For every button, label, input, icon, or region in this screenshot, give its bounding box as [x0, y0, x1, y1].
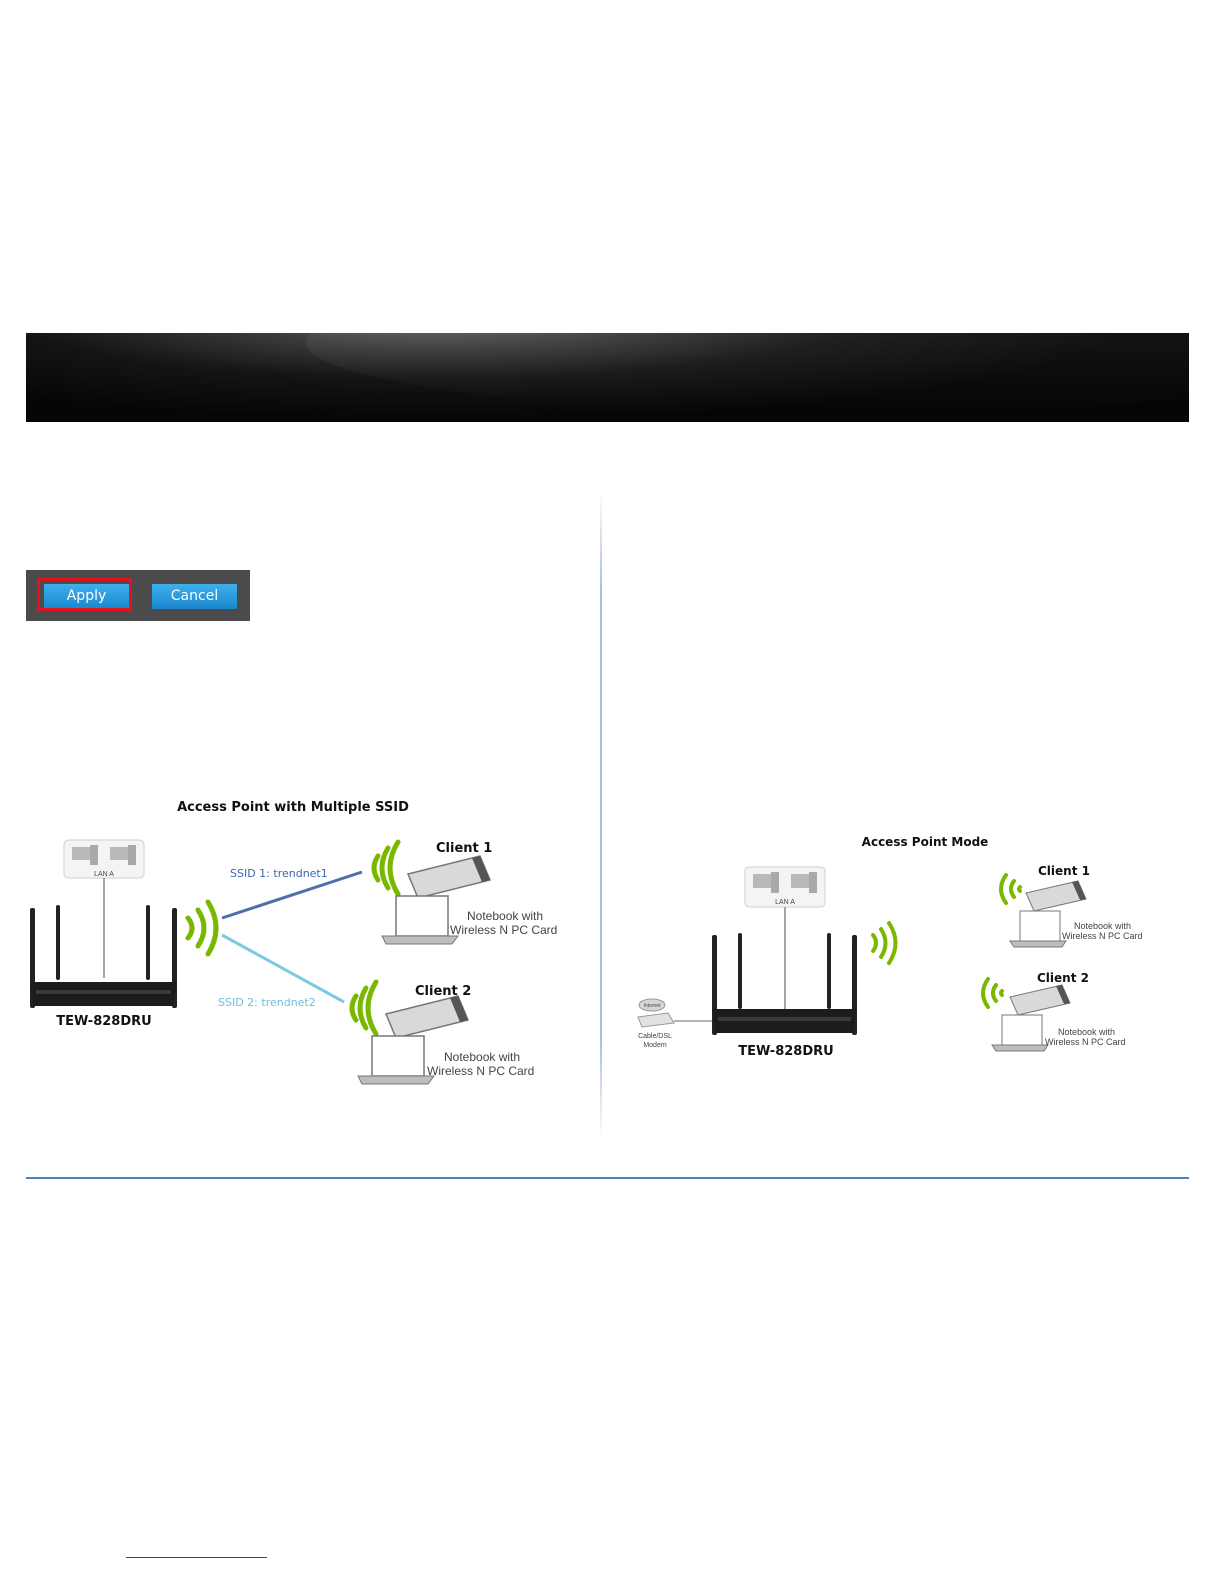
- client1-line2: Wireless N PC Card: [1062, 931, 1143, 941]
- cancel-button[interactable]: Cancel: [151, 583, 238, 610]
- lan-label: LAN A: [94, 871, 114, 878]
- client2-line1: Notebook with: [444, 1050, 520, 1064]
- client1-title: Client 1: [436, 841, 492, 856]
- figure-access-point-mode: Access Point Mode LAN A Internet Cable/D…: [630, 825, 1170, 1065]
- ssid1-label: SSID 1: trendnet1: [230, 867, 328, 880]
- client2-notebook-icon: [357, 1035, 435, 1085]
- client2-title: Client 2: [415, 984, 471, 999]
- client1-pc-card-icon: [1025, 880, 1087, 912]
- figure-title: Access Point with Multiple SSID: [177, 800, 409, 815]
- client2-title: Client 2: [1037, 971, 1089, 985]
- client2-notebook-icon: [991, 1014, 1049, 1052]
- column-divider: [600, 490, 602, 1140]
- apply-button[interactable]: Apply: [43, 583, 130, 610]
- lan-computers-icon: LAN A: [63, 839, 145, 879]
- client1-line2: Wireless N PC Card: [450, 923, 557, 937]
- client2-line2: Wireless N PC Card: [1045, 1037, 1126, 1047]
- client1-line1: Notebook with: [1074, 921, 1131, 931]
- router-wifi-icon: [185, 899, 219, 957]
- client1-wifi-icon: [371, 839, 401, 897]
- apply-highlight-box: [37, 578, 132, 611]
- ssid2-link: [221, 933, 345, 1004]
- router-icon: [30, 905, 177, 1008]
- apply-cancel-bar: Apply Cancel: [26, 570, 250, 621]
- client2-pc-card-icon: [384, 995, 470, 1039]
- client2-pc-card-icon: [1009, 984, 1071, 1016]
- client2-line2: Wireless N PC Card: [427, 1064, 534, 1078]
- client1-line1: Notebook with: [467, 909, 543, 923]
- router-label: TEW-828DRU: [56, 1014, 151, 1029]
- client1-wifi-icon: [999, 873, 1022, 905]
- access-point-mode-diagram: Access Point Mode LAN A Internet Cable/D…: [637, 835, 1143, 1059]
- client1-pc-card-icon: [406, 855, 492, 899]
- section-divider: [26, 1177, 1189, 1179]
- ssid2-label: SSID 2: trendnet2: [218, 996, 316, 1009]
- router-icon: [712, 933, 857, 1035]
- client2-wifi-icon: [349, 979, 379, 1037]
- multiple-ssid-diagram: Access Point with Multiple SSID LAN A TE…: [30, 800, 557, 1085]
- internet-label: Internet: [644, 1003, 662, 1009]
- footer-link-underline: [126, 1557, 267, 1558]
- figure-multiple-ssid: Access Point with Multiple SSID LAN A TE…: [26, 790, 586, 1090]
- figure-title: Access Point Mode: [862, 835, 989, 849]
- header-banner: [26, 333, 1189, 422]
- client2-line1: Notebook with: [1058, 1027, 1115, 1037]
- modem-icon: Internet: [637, 998, 675, 1028]
- lan-computers-icon: LAN A: [744, 866, 826, 908]
- modem-label-line2: Modem: [643, 1042, 667, 1049]
- lan-label: LAN A: [775, 899, 795, 906]
- ssid1-link: [221, 870, 363, 920]
- client2-wifi-icon: [981, 977, 1004, 1009]
- router-label: TEW-828DRU: [738, 1044, 833, 1059]
- client1-title: Client 1: [1038, 864, 1090, 878]
- client1-notebook-icon: [1009, 910, 1067, 948]
- router-wifi-icon: [871, 921, 898, 965]
- modem-label-line1: Cable/DSL: [638, 1033, 672, 1040]
- client1-notebook-icon: [381, 895, 459, 945]
